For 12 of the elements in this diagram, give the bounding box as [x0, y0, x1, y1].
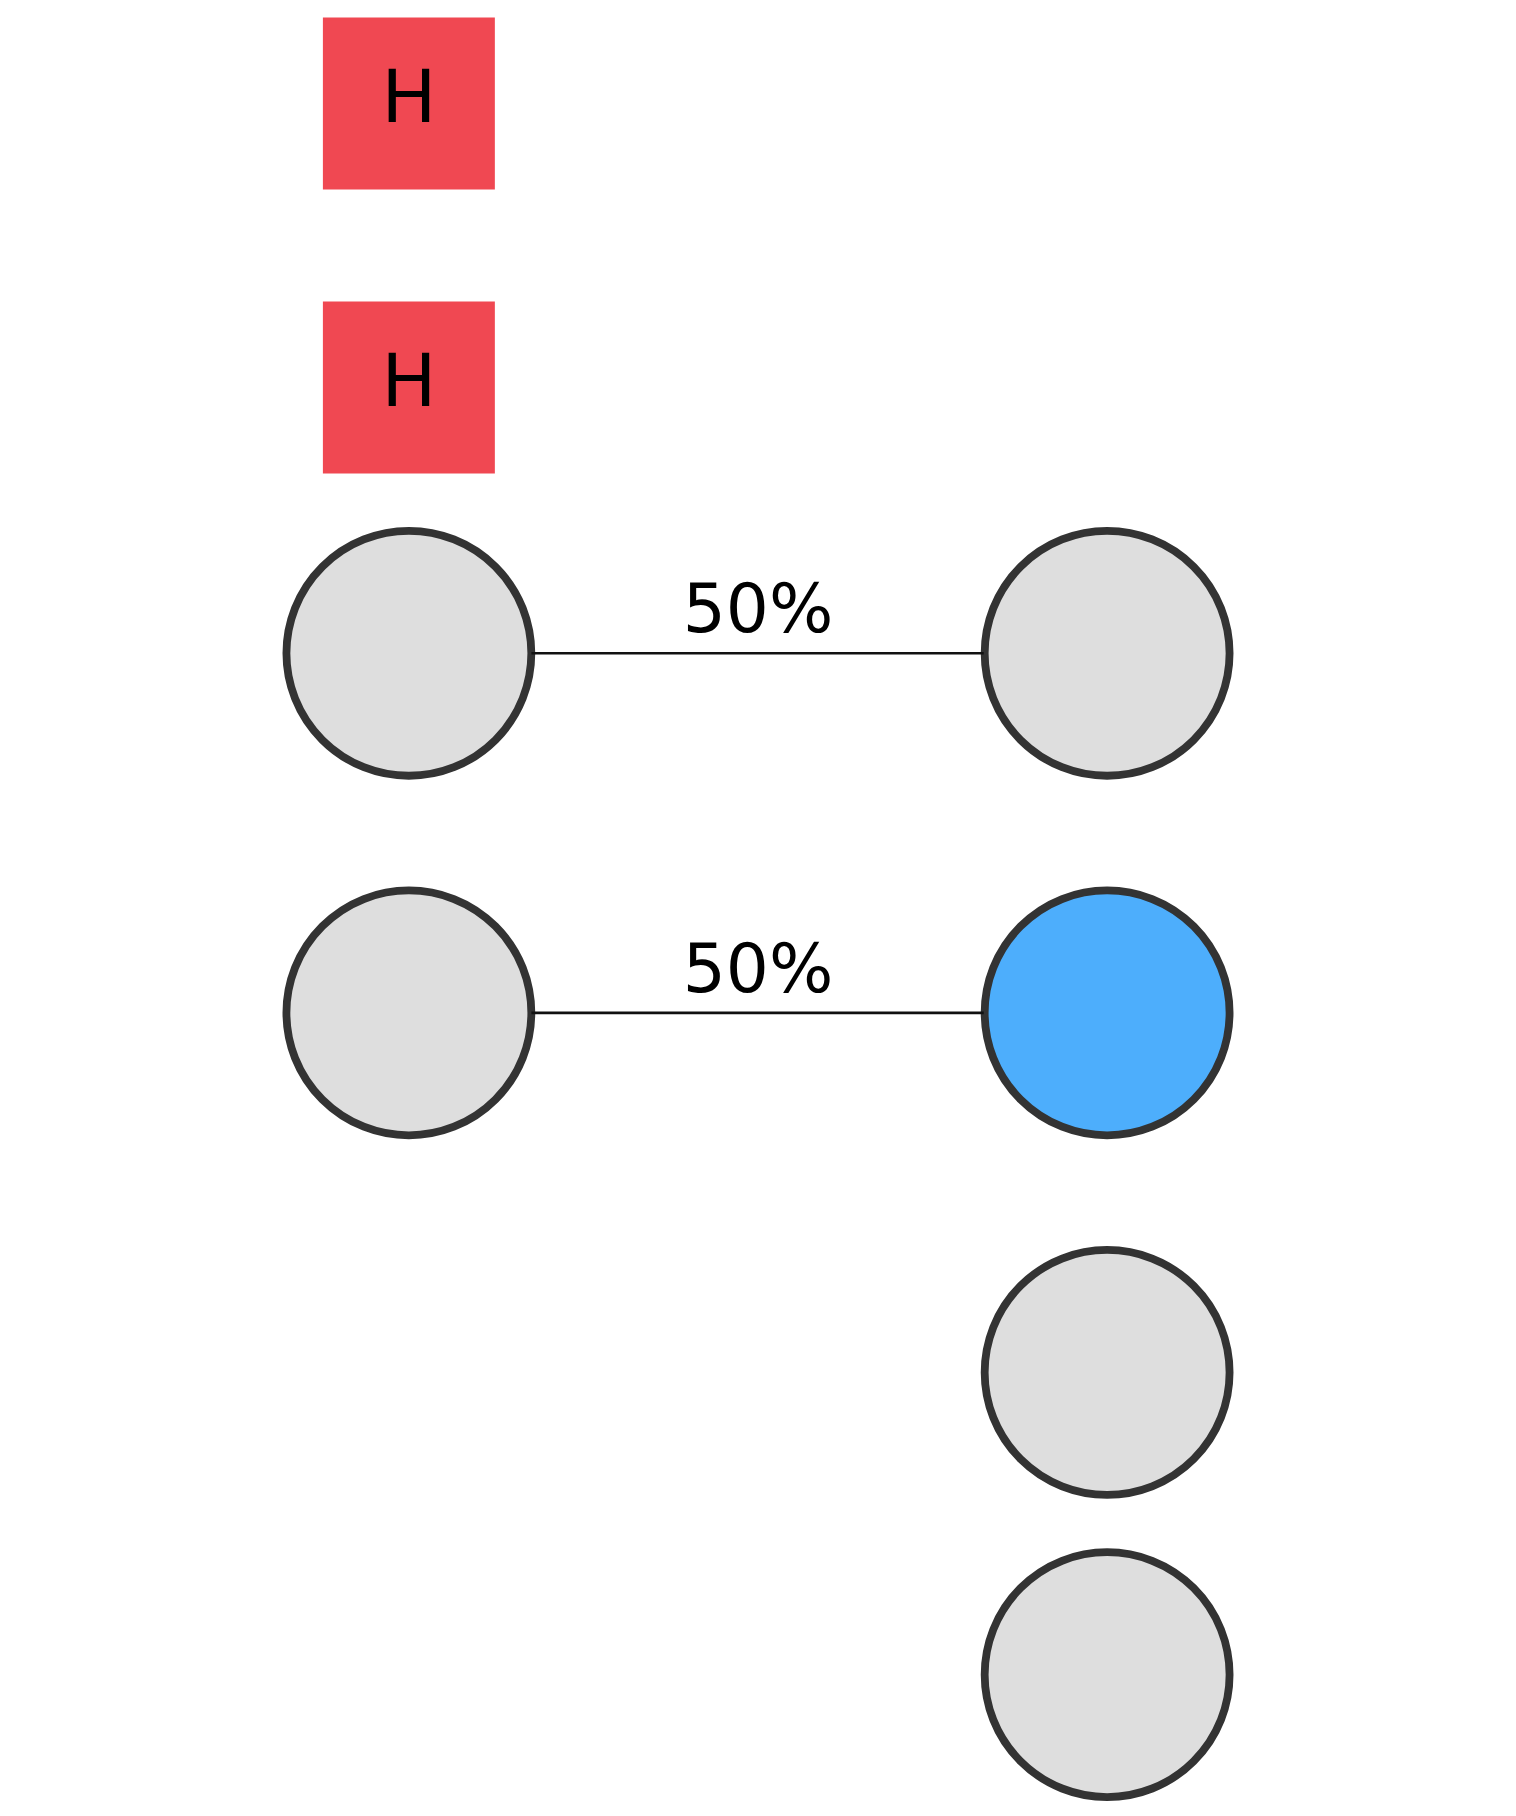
node-circle	[980, 1246, 1234, 1499]
node-box: H	[322, 17, 495, 190]
node-circle	[980, 886, 1234, 1140]
node-circle	[980, 1548, 1234, 1801]
node-box: H	[322, 301, 495, 474]
connector	[531, 1011, 984, 1015]
edge-label: 50%	[682, 928, 834, 1008]
edge-label: 50%	[682, 568, 834, 648]
node-circle	[282, 526, 536, 780]
node-circle	[980, 526, 1234, 780]
node-circle	[282, 886, 536, 1140]
connector	[531, 652, 984, 655]
